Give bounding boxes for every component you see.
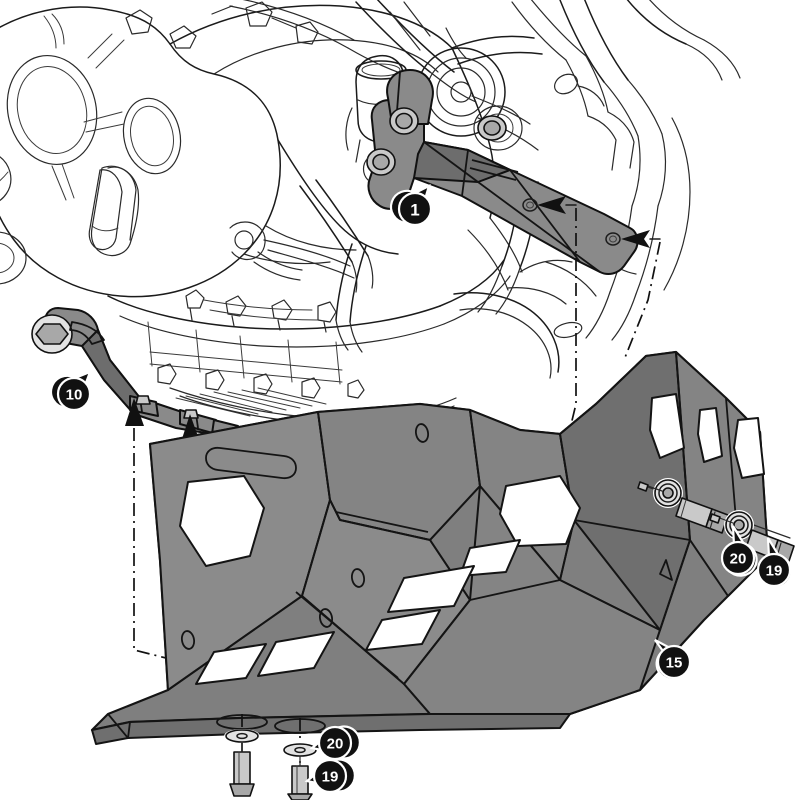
leader-bracket-1-b [623,241,661,361]
callout-1-label: 1 [410,201,419,220]
bolt-bottom-right [282,718,318,800]
callout-20-right-label: 20 [730,551,747,568]
leader-left-vertical [133,428,167,659]
callout-19-bottom-label: 19 [322,769,339,786]
upper-mounting-bracket [362,69,639,275]
washer-right-1 [637,478,683,508]
bottom-fastener-stack [224,714,318,800]
washer-right-2 [709,510,754,540]
callout-19-right-label: 19 [766,563,783,580]
callout-20-bottom[interactable]: 20 [309,725,361,761]
bolt-bottom-left [224,714,260,797]
callout-20-right[interactable]: 20 [720,525,758,577]
engine-line-art [0,0,741,426]
right-fastener-stack [637,478,795,565]
callout-10-label: 10 [66,387,83,404]
callouts-layer: 1 10 15 20 19 20 [49,183,793,794]
bracket-1-assembly-arrows [537,196,661,248]
callout-1[interactable]: 1 [389,183,433,227]
callout-15[interactable]: 15 [654,639,692,681]
callout-19-right[interactable]: 19 [756,537,793,589]
callout-20-bottom-label: 20 [327,736,344,753]
callout-15-label: 15 [666,655,683,672]
callout-10[interactable]: 10 [49,370,92,412]
callout-19-bottom[interactable]: 19 [304,758,356,794]
